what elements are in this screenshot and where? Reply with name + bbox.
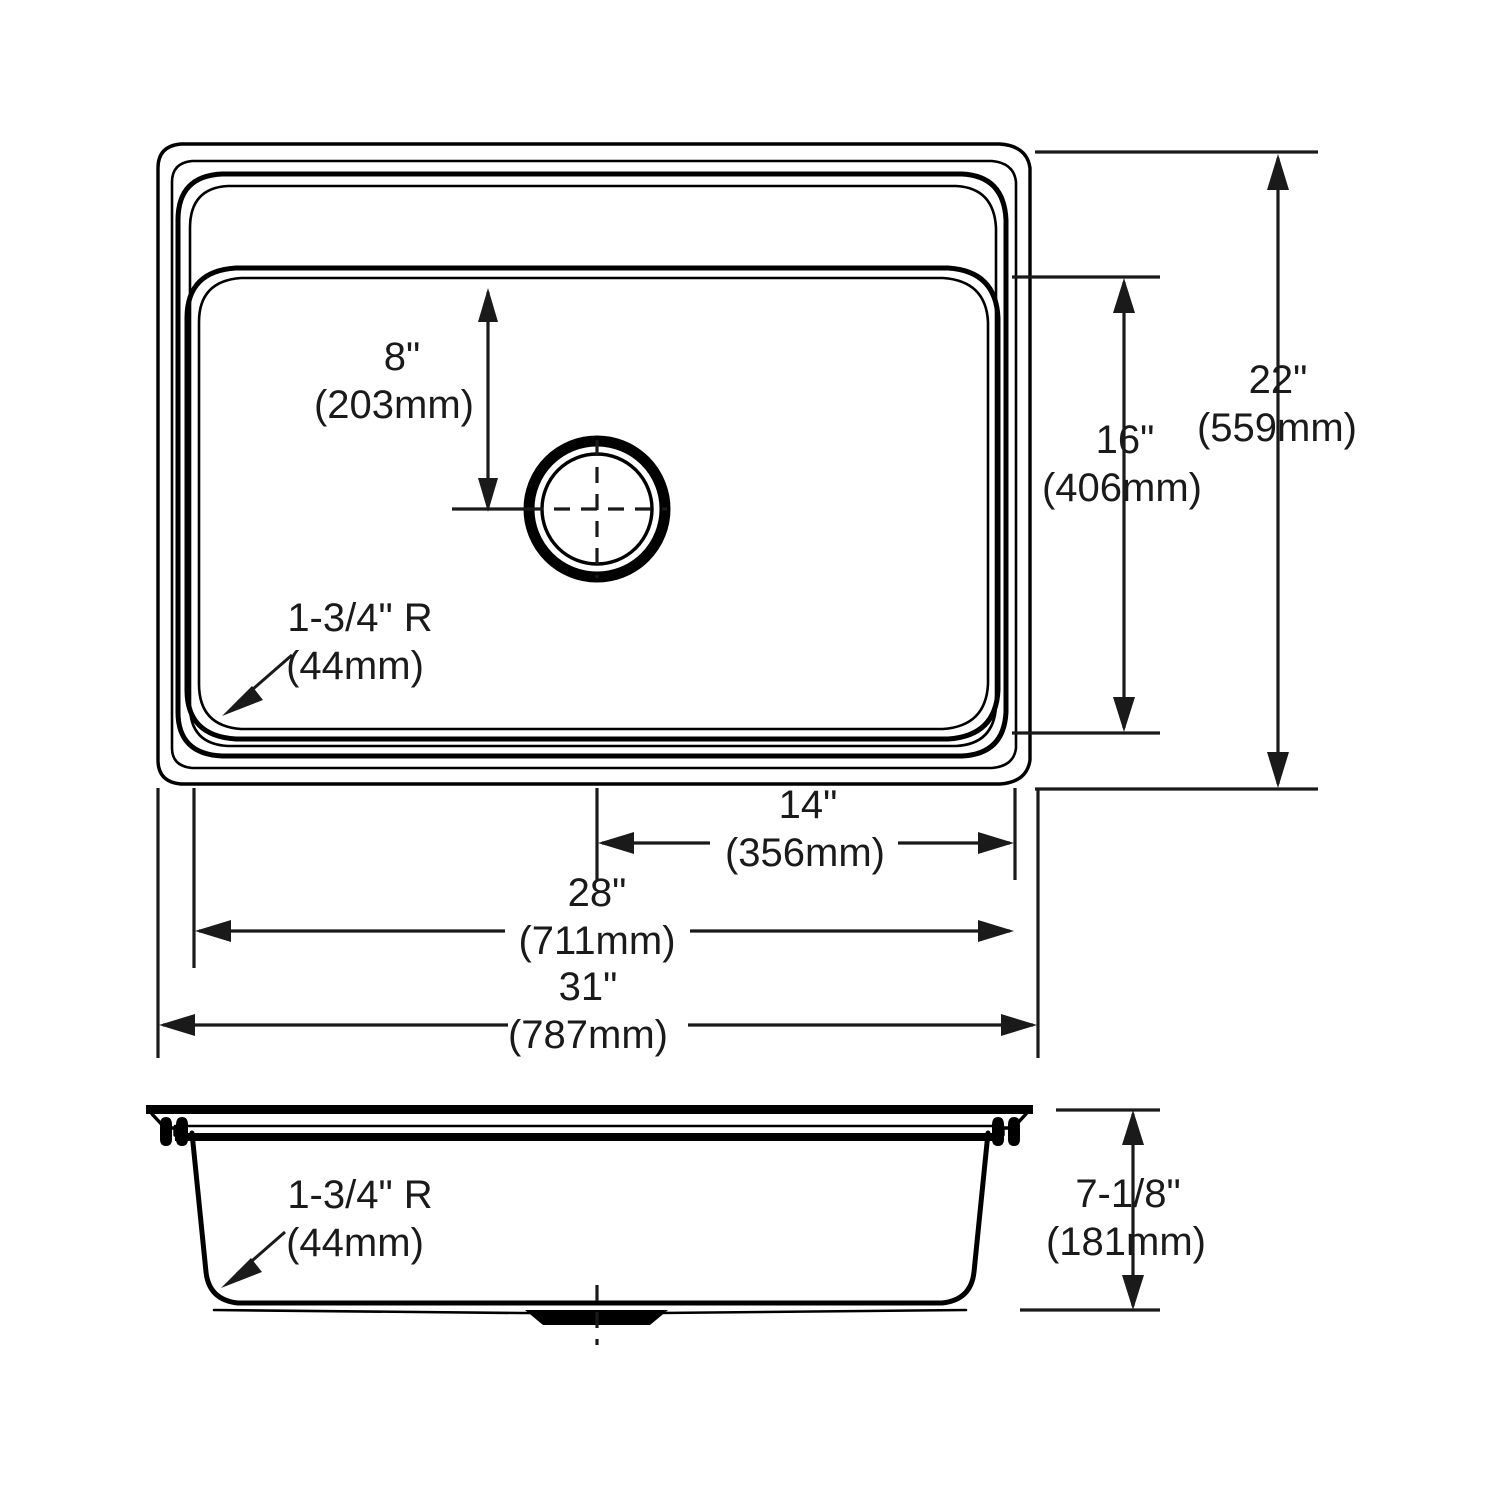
mounting-clip-left-a: [160, 1117, 172, 1146]
rim-outer-edge-inner: [170, 159, 1018, 770]
bowl-opening-outline-2: [197, 276, 990, 731]
dim-7125in-value-inches: 7-1/8": [1075, 1172, 1180, 1216]
dim-31in-value-mm: (787mm): [508, 1013, 668, 1057]
dim-8in-value-mm: (203mm): [314, 383, 474, 427]
callout-radius-top-mm: (44mm): [286, 644, 424, 688]
dim-7125in-value-mm: (181mm): [1046, 1220, 1206, 1264]
rim-inner-edge: [175, 171, 1009, 759]
dim-7125in-arrow-bottom: [1122, 1275, 1144, 1310]
dim-8in-arrow-bottom: [478, 478, 498, 512]
callout-radius-side-inches: 1-3/4" R: [287, 1173, 432, 1217]
callout-radius-side-arrowhead: [221, 1258, 262, 1288]
dim-31in-value-inches: 31": [559, 965, 618, 1009]
dim-28in-value-inches: 28": [568, 871, 627, 915]
dim-14in-arrow-right: [978, 832, 1014, 854]
dim-22in-arrow-bottom: [1267, 752, 1289, 788]
dim-22in-value-mm: (559mm): [1197, 406, 1357, 450]
top-view-geometry: [156, 142, 1032, 786]
mounting-clip-right-a: [992, 1117, 1004, 1146]
mounting-clip-right-b: [1008, 1117, 1020, 1146]
callout-radius-top-inches: 1-3/4" R: [287, 596, 432, 640]
dim-16in-value-mm: (406mm): [1042, 466, 1202, 510]
dim-22in-arrow-top: [1267, 154, 1289, 190]
dim-31in-arrow-right: [1001, 1014, 1037, 1036]
dim-14in-value-inches: 14": [779, 783, 838, 827]
top-view-dimensions: 8" (203mm) 16" (406mm) 22" (559mm) 1-3/4…: [156, 150, 1357, 1058]
dim-8in-value-inches: 8": [384, 335, 420, 379]
mounting-clip-left-b: [176, 1117, 188, 1146]
dim-28in-arrow-right: [978, 920, 1014, 942]
dim-16in-arrow-top: [1113, 278, 1135, 313]
dim-28in-arrow-left: [195, 920, 231, 942]
dim-14in-arrow-left: [598, 832, 634, 854]
side-view-geometry: 1-3/4" R (44mm): [146, 1105, 1033, 1345]
callout-radius-side-mm: (44mm): [286, 1221, 424, 1265]
bowl-opening-outline: [184, 265, 1001, 742]
callout-radius-top-arrowhead: [222, 686, 263, 716]
dim-22in-value-inches: 22": [1249, 358, 1308, 402]
bowl-profile-outline: [189, 1130, 991, 1306]
dim-14in-value-mm: (356mm): [725, 831, 885, 875]
side-view-dimensions: 7-1/8" (181mm): [1020, 1108, 1206, 1312]
dim-16in-arrow-bottom: [1113, 697, 1135, 732]
rim-band-lower: [175, 1133, 1003, 1141]
dim-7125in-arrow-top: [1122, 1110, 1144, 1145]
dim-8in-arrow-top: [478, 288, 498, 322]
rim-outer-edge: [156, 142, 1032, 786]
dim-28in-value-mm: (711mm): [518, 919, 675, 963]
dim-31in-arrow-left: [159, 1014, 195, 1036]
rim-top-slab: [146, 1105, 1033, 1114]
dim-16in-value-inches: 16": [1096, 418, 1155, 462]
